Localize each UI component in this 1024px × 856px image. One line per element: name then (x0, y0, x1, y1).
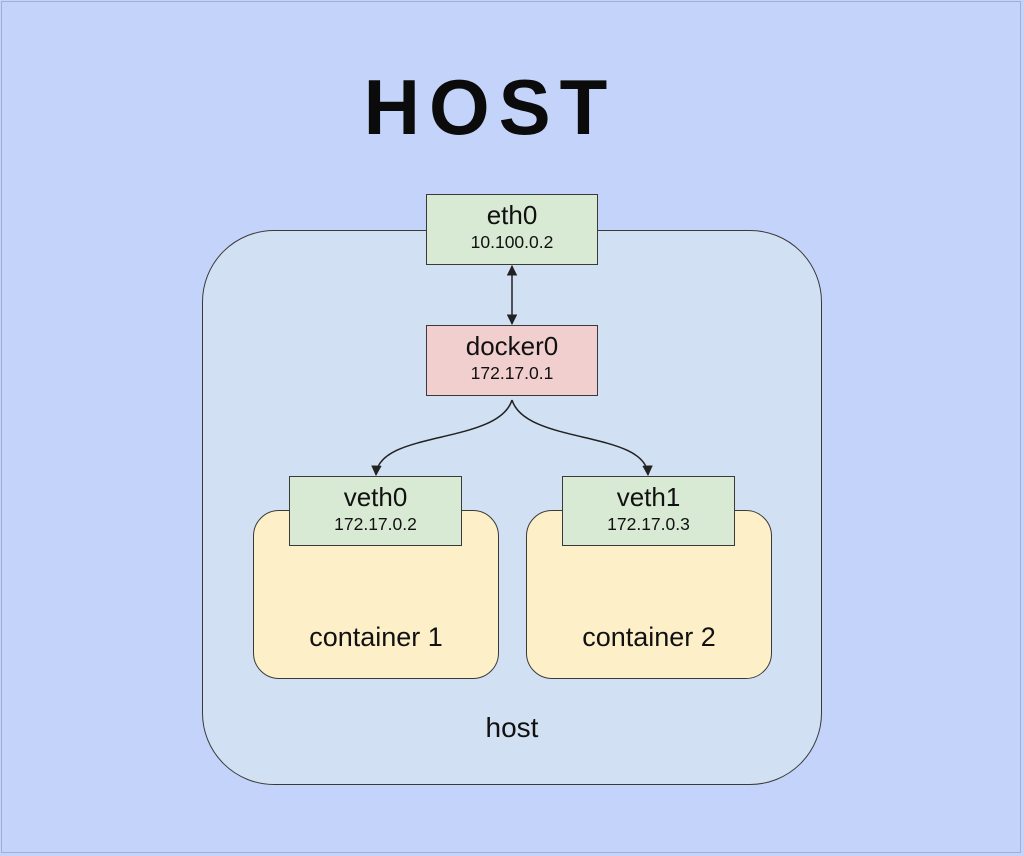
veth1-interface: veth1 172.17.0.3 (562, 476, 735, 546)
docker0-name: docker0 (465, 331, 559, 361)
veth0-ip: 172.17.0.2 (334, 514, 417, 535)
eth0-interface: eth0 10.100.0.2 (426, 194, 598, 265)
container-2-label: container 2 (582, 622, 716, 652)
eth0-ip: 10.100.0.2 (470, 232, 554, 253)
eth0-name: eth0 (486, 200, 538, 230)
veth0-interface: veth0 172.17.0.2 (289, 476, 462, 546)
veth1-name: veth1 (616, 482, 681, 512)
docker0-veth1-link (511, 399, 653, 477)
veth0-name: veth0 (343, 482, 408, 512)
veth1-ip: 172.17.0.3 (607, 514, 690, 535)
diagram-title: HOST (363, 63, 617, 151)
container-1-label: container 1 (309, 622, 443, 652)
docker0-veth0-link (371, 399, 513, 477)
docker0-ip: 172.17.0.1 (470, 363, 554, 384)
docker0-bridge: docker0 172.17.0.1 (426, 325, 598, 396)
host-label: host (485, 712, 539, 743)
